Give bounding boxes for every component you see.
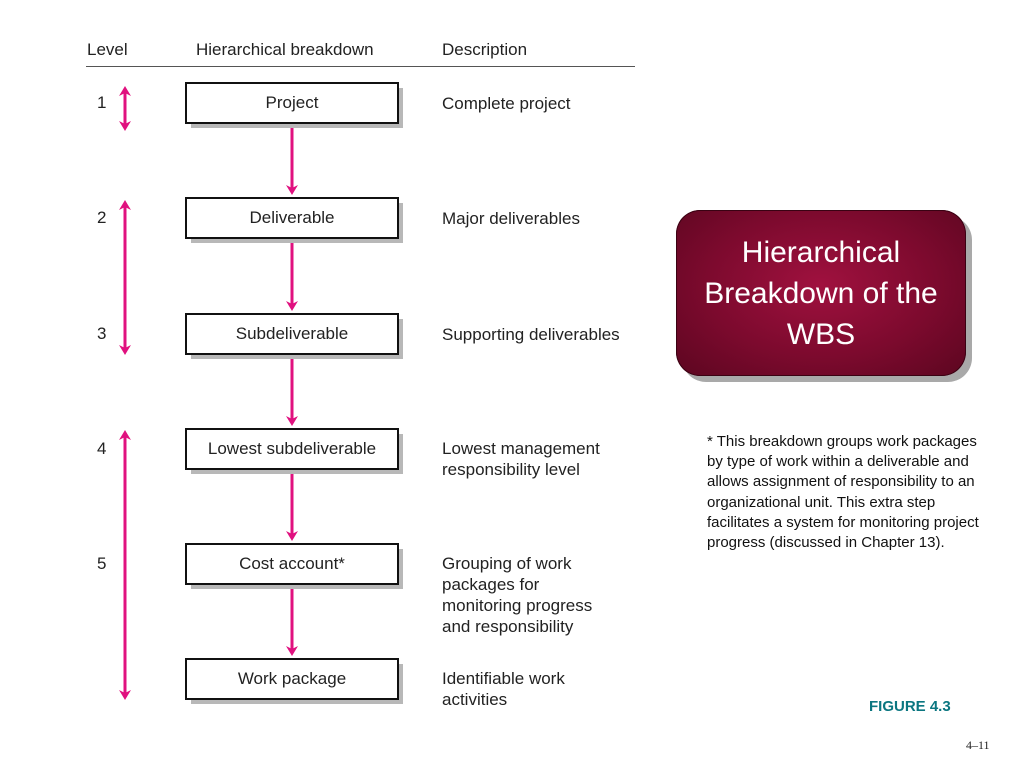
row-description: Grouping of work packages for monitoring… [442,554,593,636]
wbs-box-label: Lowest subdeliverable [207,439,377,458]
page-number: 4–11 [966,738,990,752]
wbs-box-label: Subdeliverable [235,324,349,343]
wbs-box-label: Work package [237,669,347,688]
title-card-text: Hierarchical Breakdown of the WBS [704,235,938,351]
footnote: * This breakdown groups work packages by… [707,433,979,552]
level-label: 2 [97,208,107,227]
wbs-box-work-package: Work package [185,658,399,700]
figure-label: FIGURE 4.3 [869,698,951,715]
title-card: Hierarchical Breakdown of the WBS [676,210,966,376]
header-level: Level [87,40,128,59]
wbs-box-subdeliverable: Subdeliverable [185,313,399,355]
wbs-box-label: Project [265,93,319,112]
wbs-box-lowest-subdeliverable: Lowest subdeliverable [185,428,399,470]
row-description: Lowest management responsibility level [442,439,600,479]
row-description: Identifiable work activities [442,669,565,709]
header-divider [86,66,635,67]
wbs-box-deliverable: Deliverable [185,197,399,239]
header-hierarchical-breakdown: Hierarchical breakdown [196,40,374,59]
row-description: Complete project [442,94,571,113]
header-description: Description [442,40,528,59]
row-description: Major deliverables [442,209,580,228]
wbs-box-label: Deliverable [249,208,335,227]
level-label: 5 [97,554,107,573]
wbs-box-project: Project [185,82,399,124]
level-label: 3 [97,324,107,343]
wbs-box-label: Cost account* [239,554,345,573]
level-label: 4 [97,439,107,458]
level-label: 1 [97,93,107,112]
row-description: Supporting deliverables [442,325,620,344]
wbs-box-cost-account: Cost account* [185,543,399,585]
